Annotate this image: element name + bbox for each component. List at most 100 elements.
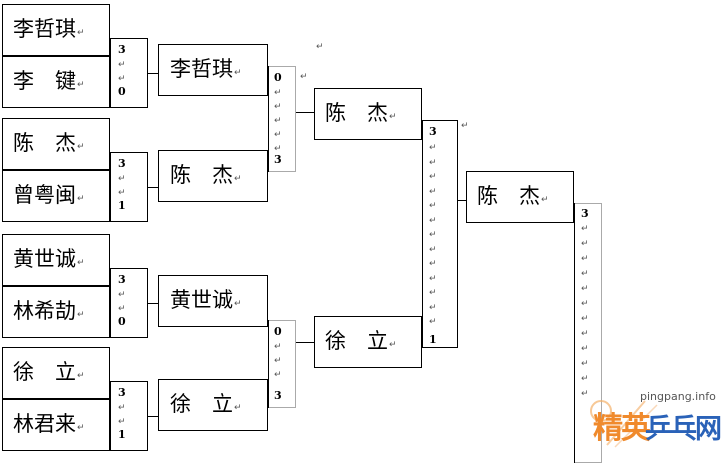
paragraph-mark-icon: ↵ [300,72,308,82]
player-box [2,347,110,399]
match-score: 1 [118,199,126,212]
player-box [314,88,422,140]
connector-line [268,66,269,172]
watermark-logo-left: 精英 [593,411,651,446]
paragraph-mark-icon: ↵ [429,230,437,240]
player-box [2,4,110,56]
paragraph-mark-icon: ↵ [118,290,126,300]
paragraph-mark-icon: ↵ [429,201,437,211]
paragraph-mark-icon: ↵ [274,370,282,380]
paragraph-mark-icon: ↵ [234,174,242,184]
paragraph-mark-icon: ↵ [274,144,282,154]
player-name-label: 陈 杰 [13,131,76,155]
watermark-url: pingpang.info [640,390,716,403]
paragraph-mark-icon: ↵ [581,254,589,264]
paragraph-mark-icon: ↵ [118,417,126,427]
player-box [2,56,110,108]
connector-line [296,342,314,343]
player-box [2,286,110,338]
player-box [2,399,110,451]
player-name-label: 曾粤闽 [13,183,76,207]
connector-line [268,320,269,408]
score-bracket [422,120,458,348]
paragraph-mark-icon: ↵ [429,288,437,298]
paragraph-mark-icon: ↵ [541,195,549,205]
score-bracket [268,320,296,408]
connector-line [422,120,423,348]
score-bracket [110,38,148,108]
connector-line [148,73,158,74]
paragraph-mark-icon: ↵ [274,342,282,352]
paragraph-mark-icon: ↵ [77,258,85,268]
paragraph-mark-icon: ↵ [118,60,126,70]
paragraph-mark-icon: ↵ [274,356,282,366]
paragraph-mark-icon: ↵ [429,259,437,269]
score-bracket [110,152,148,222]
paragraph-mark-icon: ↵ [581,359,589,369]
paragraph-mark-icon: ↵ [581,374,589,384]
paragraph-mark-icon: ↵ [429,143,437,153]
watermark-logo-right: 乒乓网 [645,414,722,445]
player-box [2,170,110,222]
paragraph-mark-icon: ↵ [429,317,437,327]
player-name-label: 黄世诚 [13,247,76,271]
connector-line [148,303,158,304]
paragraph-mark-icon: ↵ [77,80,85,90]
paragraph-mark-icon: ↵ [77,142,85,152]
paragraph-mark-icon: ↵ [581,389,589,399]
champion-name: 陈 杰↵ [477,184,549,213]
player-name: 林君来↵ [13,412,85,441]
player-box [158,379,268,431]
paragraph-mark-icon: ↵ [316,42,324,52]
paragraph-mark-icon: ↵ [389,340,397,350]
player-name: 李哲琪↵ [170,57,242,86]
paragraph-mark-icon: ↵ [274,88,282,98]
player-name: 林希劼↵ [13,299,85,328]
score-bracket [110,268,148,338]
paragraph-mark-icon: ↵ [429,273,437,284]
player-name: 陈 杰↵ [325,101,397,130]
match-score: 3 [274,153,282,166]
player-box [158,44,268,96]
match-score: 3 [118,273,126,286]
player-name-label: 陈 杰 [325,101,388,125]
paragraph-mark-icon: ↵ [77,423,85,433]
connector-line [148,416,158,417]
player-box [158,150,268,202]
paragraph-mark-icon: ↵ [118,188,126,198]
paragraph-mark-icon: ↵ [234,299,242,309]
match-score: 0 [274,71,282,84]
paragraph-mark-icon: ↵ [234,68,242,78]
champion-box [466,171,574,223]
player-name-label: 陈 杰 [170,163,233,187]
player-name: 徐 立↵ [13,360,85,389]
match-score: 0 [118,315,126,328]
watermark: pingpang.info 精英 乒乓网 [585,383,725,455]
player-box [2,118,110,170]
paragraph-mark-icon: ↵ [429,302,437,313]
paragraph-mark-icon: ↵ [389,112,397,122]
match-score: 0 [274,325,282,338]
player-name-label: 徐 立 [170,392,233,416]
paragraph-mark-icon: ↵ [118,403,126,413]
paragraph-mark-icon: ↵ [274,130,282,140]
match-score: 1 [118,428,126,441]
ping-pong-paddle-icon [590,400,658,448]
paragraph-mark-icon: ↵ [77,28,85,38]
connector-line [574,203,575,463]
player-name-label: 徐 立 [325,329,388,353]
connector-line [458,200,466,201]
paragraph-mark-icon: ↵ [429,215,437,226]
player-name: 黄世诚↵ [13,247,85,276]
player-name-label: 李哲琪 [170,57,233,81]
paragraph-mark-icon: ↵ [118,304,126,314]
match-score: 3 [118,157,126,170]
match-score: 3 [429,125,437,138]
paragraph-mark-icon: ↵ [234,403,242,413]
paragraph-mark-icon: ↵ [581,284,589,294]
paragraph-mark-icon: ↵ [581,344,589,354]
connector-line [148,187,158,188]
paragraph-mark-icon: ↵ [77,194,85,204]
player-name: 陈 杰↵ [13,131,85,160]
paragraph-mark-icon: ↵ [118,174,126,184]
